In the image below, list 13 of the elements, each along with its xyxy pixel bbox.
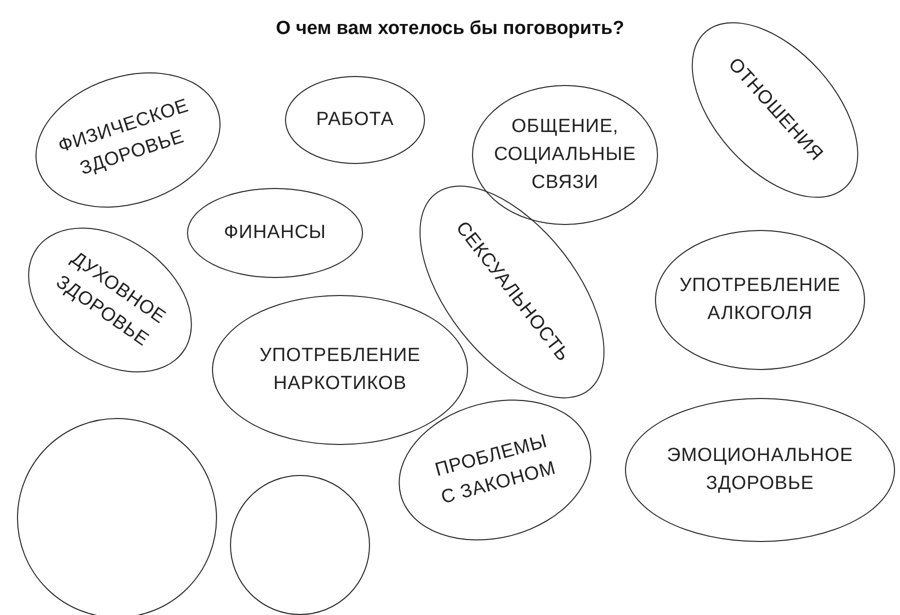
topic-label: ОБЩЕНИЕ, СОЦИАЛЬНЫЕ СВЯЗИ — [492, 115, 638, 195]
topic-label: УПОТРЕБЛЕНИЕ НАРКОТИКОВ — [258, 344, 422, 396]
topic-label: УПОТРЕБЛЕНИЕ АЛКОГОЛЯ — [678, 274, 842, 326]
topic-label: РАБОТА — [315, 108, 395, 132]
topic-oval — [285, 76, 425, 164]
topic-oval — [187, 188, 363, 278]
topic-label: ЭМОЦИОНАЛЬНОЕ ЗДОРОВЬЕ — [666, 444, 854, 496]
topic-oval — [625, 398, 895, 542]
topic-oval — [655, 230, 865, 370]
title: О чем вам хотелось бы поговорить? — [274, 18, 626, 40]
empty-circle — [230, 475, 370, 615]
topic-label: ФИНАНСЫ — [222, 221, 328, 245]
empty-circle — [17, 418, 217, 615]
